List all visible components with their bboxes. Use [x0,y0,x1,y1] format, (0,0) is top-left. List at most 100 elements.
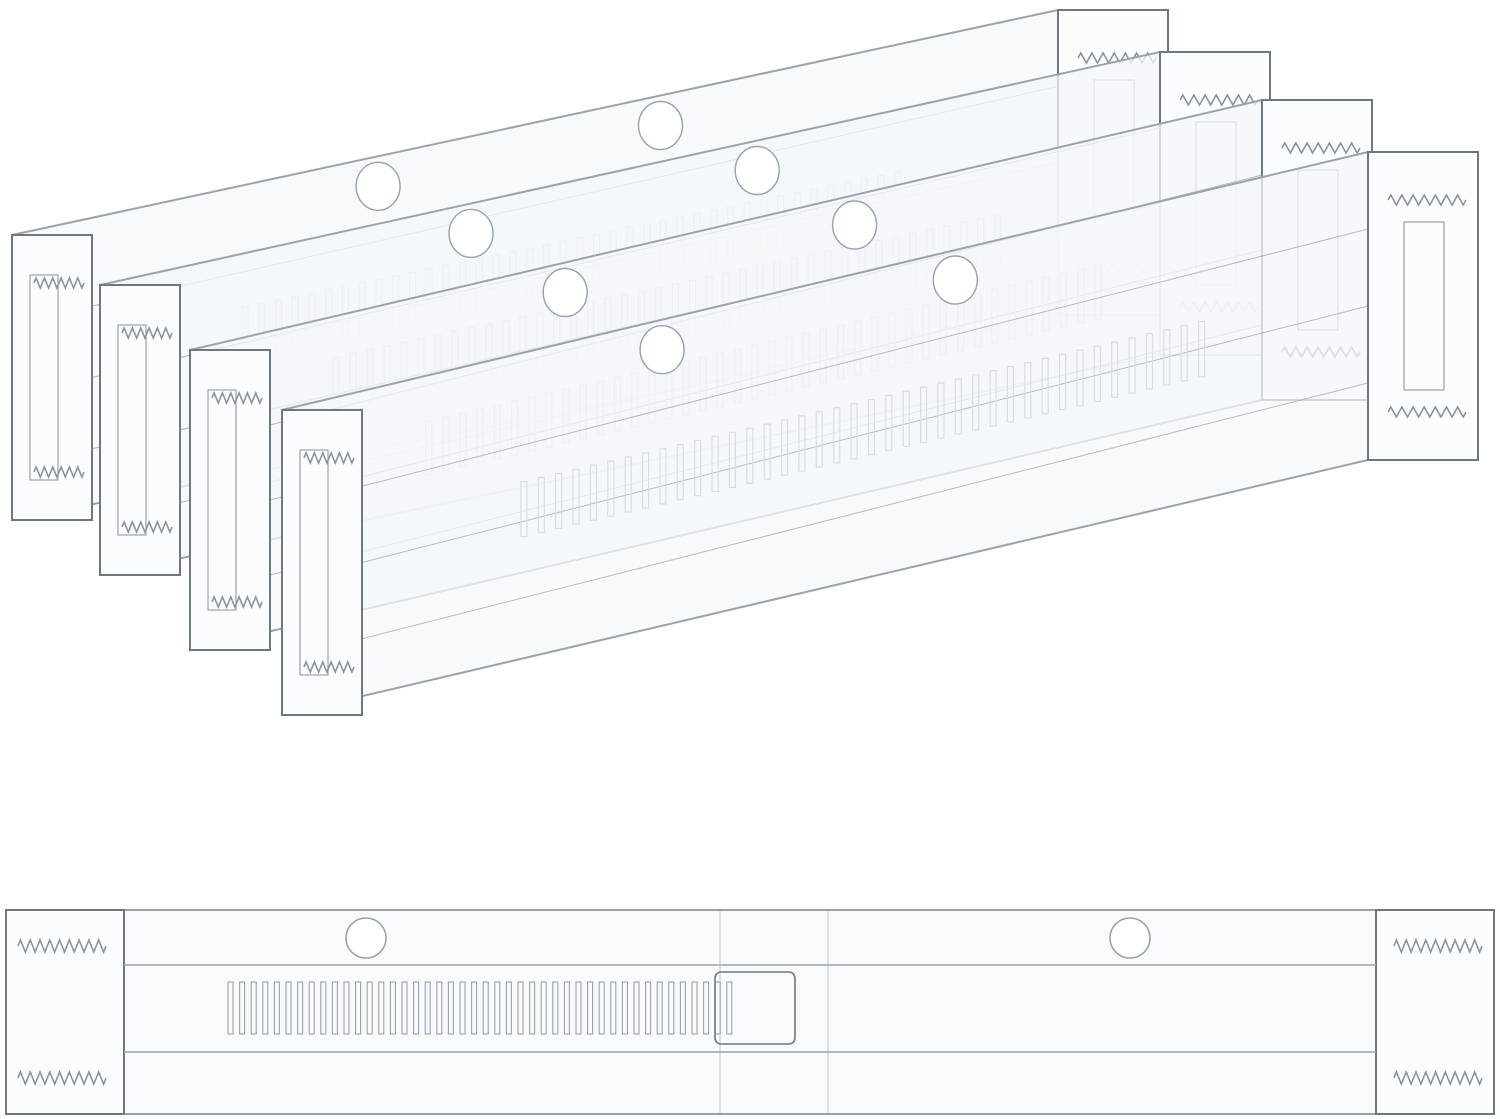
finger-hole [355,161,401,212]
front-panel [5,909,1495,1115]
slot [798,415,806,472]
finger-hole [448,208,494,259]
slot [607,460,615,517]
front-slot [471,981,478,1035]
front-slot [656,981,663,1035]
front-slot [366,981,373,1035]
slot [867,398,876,456]
finger-hole-right [1109,917,1151,959]
slot [694,439,702,497]
slot [1024,361,1032,419]
slot [902,390,910,448]
front-slot [447,981,454,1035]
slot [1076,349,1084,407]
spring [1387,405,1467,419]
spring [121,325,173,341]
front-slot [331,981,338,1035]
slot [676,444,684,501]
front-slot [378,981,385,1035]
finger-hole [734,145,780,196]
left-end-cap [11,234,93,521]
stacked-dividers [11,8,1479,717]
front-slot [517,981,524,1035]
slot [711,435,719,493]
slot [815,411,823,468]
slot [520,481,528,538]
spring [17,1069,107,1087]
spring [211,594,263,610]
end-cap-window [1403,221,1445,391]
front-slot [227,981,234,1035]
front-slot [482,981,489,1035]
slot [972,374,980,431]
slot [659,448,667,505]
front-slot [540,981,547,1035]
front-slot [297,981,304,1035]
slot [1128,337,1136,394]
front-view-divider [5,909,1495,1115]
front-slot [610,981,617,1035]
front-slot [645,981,652,1035]
finger-hole [639,325,685,375]
front-slot [529,981,536,1035]
front-slot [401,981,408,1035]
front-slot [703,981,710,1035]
front-slot [250,981,257,1035]
finger-hole [542,267,588,318]
front-slot [691,981,698,1035]
slot [1163,329,1171,386]
front-left-end-cap [5,909,125,1115]
slot [1006,366,1015,423]
front-slot [308,981,315,1035]
rail-line [361,228,1369,487]
slot [919,386,928,443]
front-slot [320,981,327,1035]
front-slot [726,981,733,1035]
front-slot [413,981,420,1035]
spring [1281,141,1361,155]
slot [1197,320,1206,378]
slot [641,452,650,509]
finger-hole [637,100,684,151]
front-slot [459,981,466,1035]
spring [33,464,85,480]
slot [746,427,754,484]
front-slot [505,981,512,1035]
front-slot [262,981,269,1035]
front-slot [552,981,559,1035]
slot [572,468,580,525]
rail-line [361,305,1369,563]
spring [1393,937,1483,955]
rail-line [361,382,1369,640]
end-cap-window [299,449,329,676]
front-slot [587,981,594,1035]
finger-hole [831,200,878,250]
slot [728,431,737,488]
spring [303,450,355,466]
slot [954,378,962,435]
front-slot [575,981,582,1035]
spring [33,275,85,291]
slot [937,382,945,439]
slot [885,394,893,452]
slot [850,403,858,460]
front-slot [273,981,280,1035]
slot [780,419,789,476]
spring [121,519,173,535]
front-slot [239,981,246,1035]
lock-tab [714,971,796,1045]
spring [1387,193,1467,207]
slot [555,472,563,529]
front-slot [598,981,605,1035]
slot [1180,324,1188,382]
finger-hole [932,255,978,305]
front-slot [355,981,362,1035]
finger-hole-left [345,917,387,959]
front-slot [633,981,640,1035]
spring [303,659,355,675]
spring [1393,1069,1483,1087]
front-slot [343,981,350,1035]
slot [1093,345,1101,403]
front-slot [389,981,396,1035]
